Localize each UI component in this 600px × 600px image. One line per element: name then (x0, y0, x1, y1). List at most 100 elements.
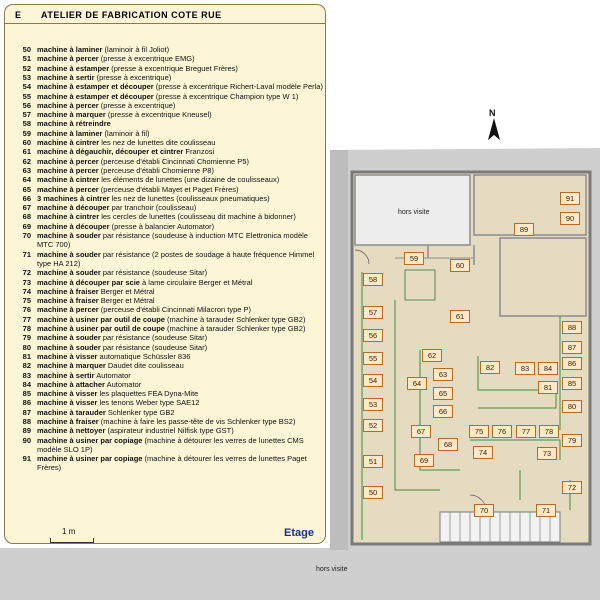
machine-tag-87[interactable]: 87 (562, 341, 582, 354)
machine-tag-77[interactable]: 77 (516, 425, 536, 438)
machine-tag-57[interactable]: 57 (363, 306, 383, 319)
legend-item-description: machine à souder par résistance (soudeus… (37, 268, 325, 277)
machine-tag-72[interactable]: 72 (562, 481, 582, 494)
legend-item-detail: Automator (94, 370, 131, 380)
machine-tag-89[interactable]: 89 (514, 223, 534, 236)
legend-item-number: 81 (22, 351, 31, 361)
legend-item-description: machine à souder par résistance (soudeus… (37, 231, 325, 249)
machine-tag-62[interactable]: 62 (422, 349, 442, 362)
legend-item-number: 83 (22, 370, 31, 380)
legend-item-machine: machine à percer (37, 54, 99, 64)
legend-item-machine: machine à visser (37, 389, 98, 399)
machine-tag-81[interactable]: 81 (538, 381, 558, 394)
machine-tag-71[interactable]: 71 (536, 504, 556, 517)
legend-item-description: machine à usiner par copiage (machine à … (37, 454, 325, 472)
legend-item-detail: (laminoir à fil) (102, 128, 150, 138)
legend-item-number: 80 (22, 342, 31, 352)
machine-tag-88[interactable]: 88 (562, 321, 582, 334)
legend-item-description: machine à découper (presse à balancier A… (37, 222, 325, 231)
machine-tag-85[interactable]: 85 (562, 377, 582, 390)
legend-item-machine: machine à marquer (37, 361, 106, 371)
legend-item-description: machine à sertir Automator (37, 371, 325, 380)
legend-item-number: 88 (22, 417, 31, 426)
legend-item-detail: automatique Schüssler 836 (97, 351, 191, 361)
north-letter: N (489, 108, 496, 118)
machine-tag-60[interactable]: 60 (450, 259, 470, 272)
legend-item-machine: machine à souder (37, 249, 101, 259)
legend-item-description: 3 machines à cintrer les nez de lunettes… (37, 194, 325, 203)
machine-tag-83[interactable]: 83 (515, 362, 535, 375)
machine-tag-66[interactable]: 66 (433, 405, 453, 418)
machine-tag-52[interactable]: 52 (363, 419, 383, 432)
machine-tag-75[interactable]: 75 (469, 425, 489, 438)
legend-item-detail: (perceuse d'établi Mayet et Paget Frères… (98, 184, 239, 194)
legend-item-description: machine à marquer Daudet dite coulisseau (37, 361, 325, 370)
machine-tag-91[interactable]: 91 (560, 192, 580, 205)
legend-item-detail: (presse à excentrique Breguet Frères) (109, 63, 238, 73)
label-hors-visite-top: hors visite (398, 209, 430, 216)
legend-item-detail: (presse à excentrique Richert-Laval modè… (153, 82, 323, 92)
legend-item-number: 64 (22, 175, 31, 185)
legend-item-number: 54 (22, 82, 31, 92)
legend-item-machine: machine à cintrer (37, 212, 100, 222)
legend-item-description: machine à cintrer les éléments de lunett… (37, 175, 325, 184)
legend-item-description: machine à visser les tenons Weber type S… (37, 398, 325, 407)
machine-tag-61[interactable]: 61 (450, 310, 470, 323)
machine-tag-59[interactable]: 59 (404, 252, 424, 265)
legend-item-detail: (presse à excentrique EMG) (98, 54, 195, 64)
legend-item-number: 50 (22, 45, 31, 54)
legend-item-number: 57 (22, 110, 31, 120)
machine-tag-76[interactable]: 76 (492, 425, 512, 438)
machine-tag-64[interactable]: 64 (407, 377, 427, 390)
legend-item-machine: machine à percer (37, 100, 99, 110)
machine-tag-56[interactable]: 56 (363, 329, 383, 342)
legend-item-description: machine à usiner par outil de coupe (mac… (37, 324, 325, 333)
legend-item-number: 69 (22, 221, 31, 231)
machine-tag-63[interactable]: 63 (433, 368, 453, 381)
machine-tag-68[interactable]: 68 (438, 438, 458, 451)
legend-item-machine: machine à estamper (37, 63, 110, 73)
machine-tag-58[interactable]: 58 (363, 273, 383, 286)
legend-item-number: 60 (22, 138, 31, 147)
legend-item-description: machine à fraiser Berger et Métral (37, 287, 325, 296)
machine-tag-50[interactable]: 50 (363, 486, 383, 499)
legend-item-detail: les nez de lunettes (coulisseaux pneumat… (109, 193, 270, 203)
legend-item-number: 87 (22, 407, 31, 417)
machine-tag-80[interactable]: 80 (562, 400, 582, 413)
machine-tag-86[interactable]: 86 (562, 357, 582, 370)
legend-item-description: machine à percer (presse à excentrique) (37, 101, 325, 110)
machine-tag-65[interactable]: 65 (433, 387, 453, 400)
machine-tag-69[interactable]: 69 (414, 454, 434, 467)
legend-item-description: machine à rétreindre (37, 119, 325, 128)
machine-tag-70[interactable]: 70 (474, 504, 494, 517)
legend-item-description: machine à sertir (presse à excentrique) (37, 73, 325, 82)
machine-tag-90[interactable]: 90 (560, 212, 580, 225)
legend-item-description: machine à percer (perceuse d'établi Chom… (37, 166, 325, 175)
machine-tag-73[interactable]: 73 (537, 447, 557, 460)
machine-tag-79[interactable]: 79 (562, 434, 582, 447)
machine-tag-78[interactable]: 78 (539, 425, 559, 438)
legend-item-detail: (machine à faire les passe-tête de vis S… (98, 417, 296, 426)
machine-tag-82[interactable]: 82 (480, 361, 500, 374)
legend-item-machine: machine à usiner par outil de coupe (37, 324, 165, 333)
legend-item-detail: (machine à détourer les verres de lunett… (37, 435, 304, 454)
legend-item-detail: Franzosi (183, 147, 215, 157)
legend-item-number: 84 (22, 379, 31, 389)
legend-item-number: 52 (22, 63, 31, 73)
legend-item-machine: machine à tarauder (37, 407, 106, 417)
machine-tag-51[interactable]: 51 (363, 455, 383, 468)
legend-item-machine: machine à visser (37, 351, 98, 361)
legend-item-machine: machine à estamper et découper (37, 91, 154, 101)
north-arrow-icon (488, 118, 500, 140)
machine-tag-84[interactable]: 84 (538, 362, 558, 375)
legend-item-detail: par tranchoir (coulisseau) (109, 203, 197, 213)
legend-item-machine: machine à cintrer (37, 175, 100, 185)
machine-tag-55[interactable]: 55 (363, 352, 383, 365)
machine-tag-67[interactable]: 67 (411, 425, 431, 438)
machine-tag-74[interactable]: 74 (473, 446, 493, 459)
legend-item-description: machine à souder par résistance (2 poste… (37, 250, 325, 268)
machine-tag-53[interactable]: 53 (363, 398, 383, 411)
machine-tag-54[interactable]: 54 (363, 374, 383, 387)
legend-item-machine: machine à souder (37, 333, 101, 343)
legend-item-number: 76 (22, 305, 31, 315)
